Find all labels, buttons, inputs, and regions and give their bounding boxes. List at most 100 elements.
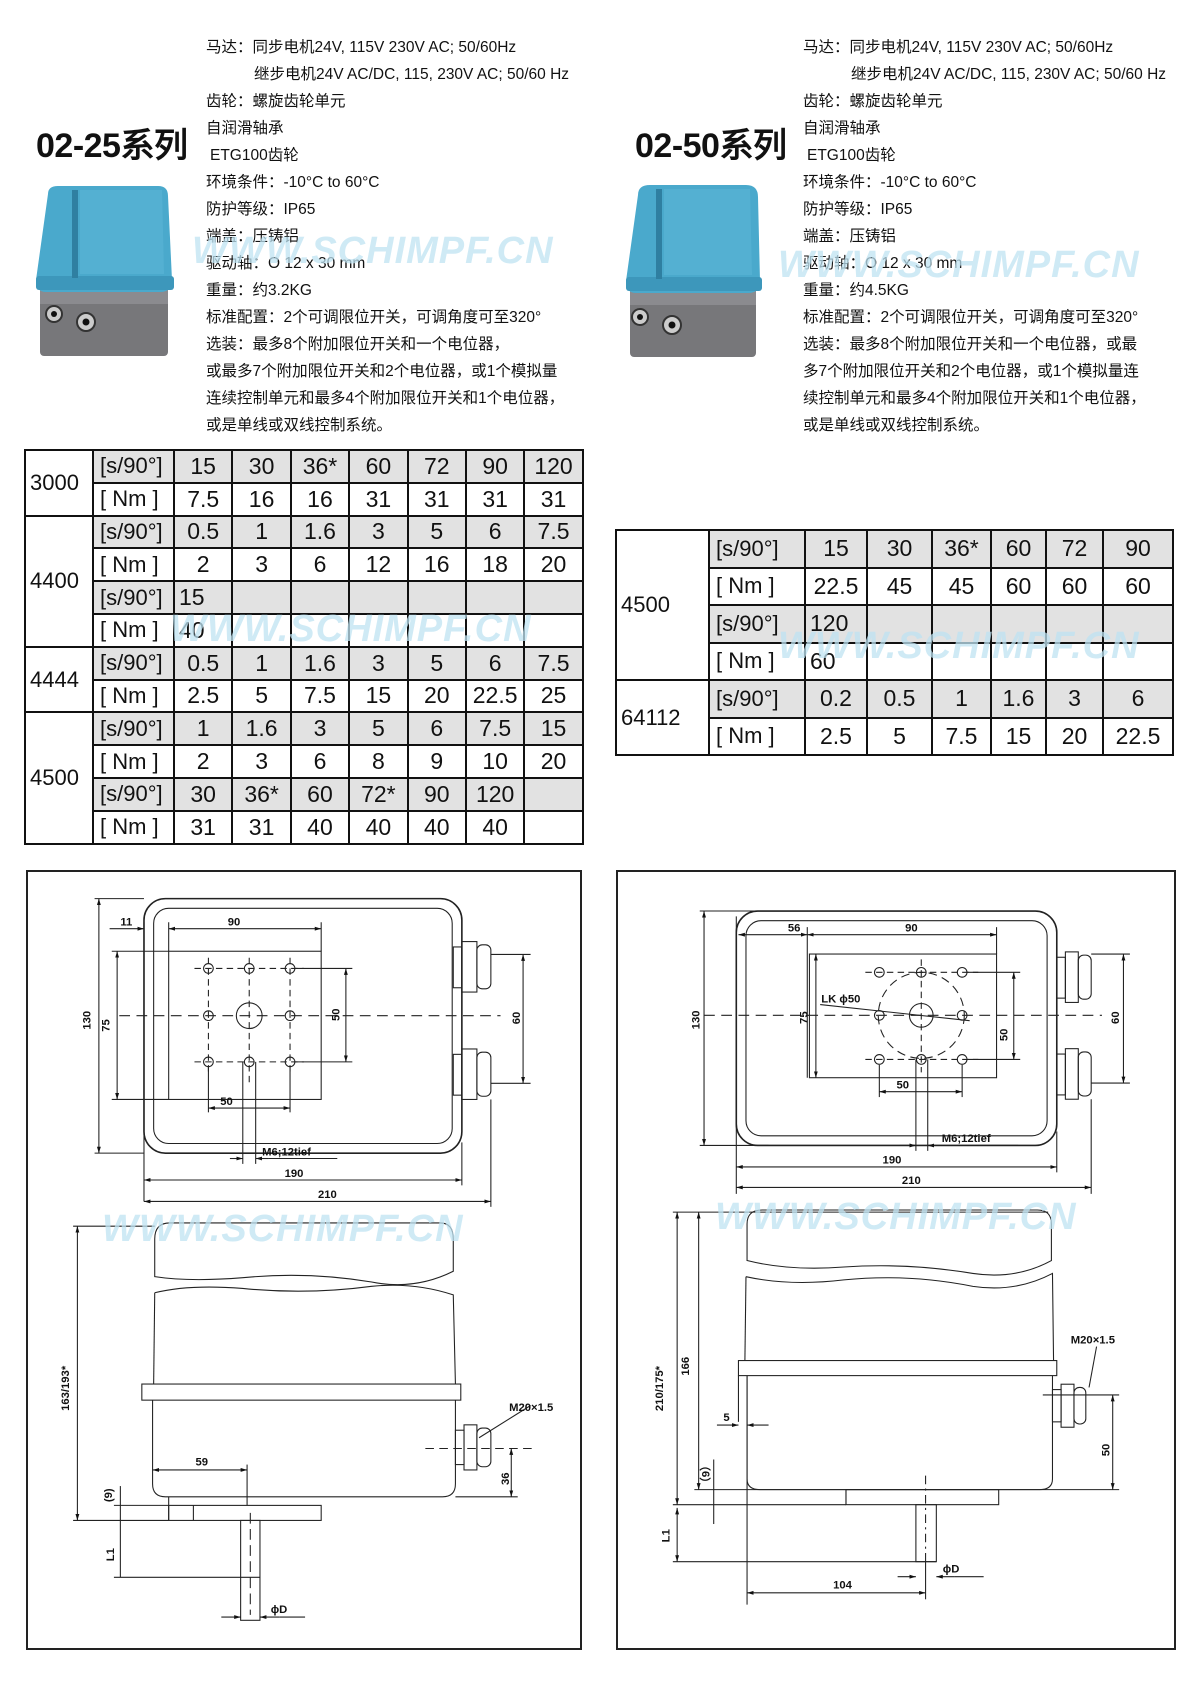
value-cell: 36* <box>289 449 351 484</box>
value-cell: 30 <box>172 776 234 812</box>
value-cell <box>348 612 409 648</box>
dim-height: 210/175* <box>654 1365 666 1411</box>
value-cell: 2.5 <box>804 716 868 756</box>
spec-line: 齿轮：螺旋齿轮单元 <box>803 93 943 110</box>
value-cell: 45 <box>931 566 992 606</box>
value-cell: 5 <box>866 716 933 756</box>
value-cell: 20 <box>523 744 584 779</box>
value-cell: 20 <box>523 547 584 583</box>
value-cell: 6 <box>289 547 351 583</box>
value-cell: 5 <box>348 711 409 747</box>
value-cell: 72 <box>1045 529 1104 569</box>
value-cell: 18 <box>464 547 526 583</box>
torque-unit-label: [ Nm ] <box>92 678 175 714</box>
speed-unit-label: [s/90°] <box>708 604 806 644</box>
dim-75: 75 <box>101 1019 113 1032</box>
dim-90: 90 <box>228 916 241 928</box>
value-cell: 90 <box>464 449 526 484</box>
value-cell: 2 <box>172 744 234 779</box>
dim-130: 130 <box>691 1010 703 1029</box>
model-cell: 4444 <box>24 645 94 714</box>
spec-line: 端盖：压铸铝 <box>803 228 897 245</box>
spec-line: 自润滑轴承 <box>206 120 284 137</box>
value-cell: 5 <box>406 645 467 681</box>
cable-gland-lower <box>452 1048 492 1100</box>
speed-unit-label: [s/90°] <box>708 529 806 569</box>
value-cell: 40 <box>406 809 467 845</box>
side-view-labels-02-50: 210/175* 166 5 （9） L1 50 M20×1.5 ϕD 104 <box>654 1334 1115 1591</box>
value-cell: 16 <box>231 481 292 517</box>
value-cell <box>931 641 992 681</box>
spec-line: 连续控制单元和最多4个附加限位开关和1个电位器， <box>206 390 565 407</box>
value-cell: 6 <box>464 514 526 550</box>
value-cell: 22.5 <box>1102 716 1174 756</box>
dim-36: 36 <box>500 1472 512 1485</box>
value-cell: 60 <box>1045 566 1104 606</box>
value-cell: 15 <box>804 529 868 569</box>
value-cell <box>866 641 933 681</box>
spec-line: 齿轮：螺旋齿轮单元 <box>206 93 346 110</box>
value-cell: 31 <box>464 481 526 517</box>
value-cell: 2 <box>172 547 234 583</box>
value-cell: 60 <box>348 449 409 484</box>
spec-line: 环境条件：-10°C to 60°C <box>206 174 380 191</box>
spec-line: 重量：约3.2KG <box>206 282 312 299</box>
value-cell: 120 <box>523 449 584 484</box>
dim-190: 190 <box>285 1168 304 1180</box>
value-cell <box>866 604 933 644</box>
value-cell <box>406 580 467 615</box>
value-cell: 6 <box>289 744 351 779</box>
model-cell: 3000 <box>24 449 94 517</box>
dim-59: 59 <box>196 1457 209 1469</box>
value-cell: 2.5 <box>172 678 234 714</box>
value-cell: 5 <box>406 514 467 550</box>
value-cell: 15 <box>172 580 234 615</box>
cable-gland-lower <box>1056 1048 1092 1100</box>
value-cell: 7.5 <box>931 716 992 756</box>
dim-50: 50 <box>1100 1444 1112 1457</box>
spec-line: 防护等级：IP65 <box>206 201 316 218</box>
value-cell <box>1045 604 1104 644</box>
torque-unit-label: [ Nm ] <box>92 744 175 779</box>
value-cell <box>289 612 351 648</box>
value-cell: 31 <box>172 809 234 845</box>
value-cell <box>464 580 526 615</box>
speed-unit-label: [s/90°] <box>92 449 175 484</box>
value-cell: 40 <box>464 809 526 845</box>
dim-75: 75 <box>798 1011 810 1024</box>
value-cell: 15 <box>523 711 584 747</box>
dim-104: 104 <box>833 1580 853 1592</box>
value-cell: 1 <box>231 514 292 550</box>
dim-phi-d: ϕD <box>271 1604 288 1616</box>
value-cell: 1.6 <box>289 645 351 681</box>
spec-line: 或最多7个附加限位开关和2个电位器，或1个模拟量 <box>206 363 558 380</box>
torque-unit-label: [ Nm ] <box>92 481 175 517</box>
drawing-svg-02-50: 130 75 50 60 56 90 LK ϕ50 50 M6;12tief 1… <box>654 910 1130 1605</box>
value-cell: 72 <box>406 449 467 484</box>
value-cell: 7.5 <box>523 645 584 681</box>
torque-unit-label: [ Nm ] <box>92 612 175 648</box>
value-cell <box>406 612 467 648</box>
value-cell: 7.5 <box>464 711 526 747</box>
dim-9: （9） <box>698 1460 712 1489</box>
thread-m20-label: M20×1.5 <box>509 1402 553 1414</box>
value-cell: 36* <box>931 529 992 569</box>
value-cell: 40 <box>289 809 351 845</box>
dimension-drawing-02-25: 130 75 50 60 11 90 50 M6;12tief 190 210 … <box>26 870 582 1650</box>
value-cell: 3 <box>231 744 292 779</box>
value-cell: 7.5 <box>172 481 234 517</box>
dim-50-horizontal: 50 <box>220 1096 233 1108</box>
value-cell: 3 <box>348 645 409 681</box>
actuator-photo-02-25 <box>36 186 174 356</box>
value-cell: 0.5 <box>172 645 234 681</box>
value-cell: 1.6 <box>231 711 292 747</box>
value-cell: 15 <box>348 678 409 714</box>
